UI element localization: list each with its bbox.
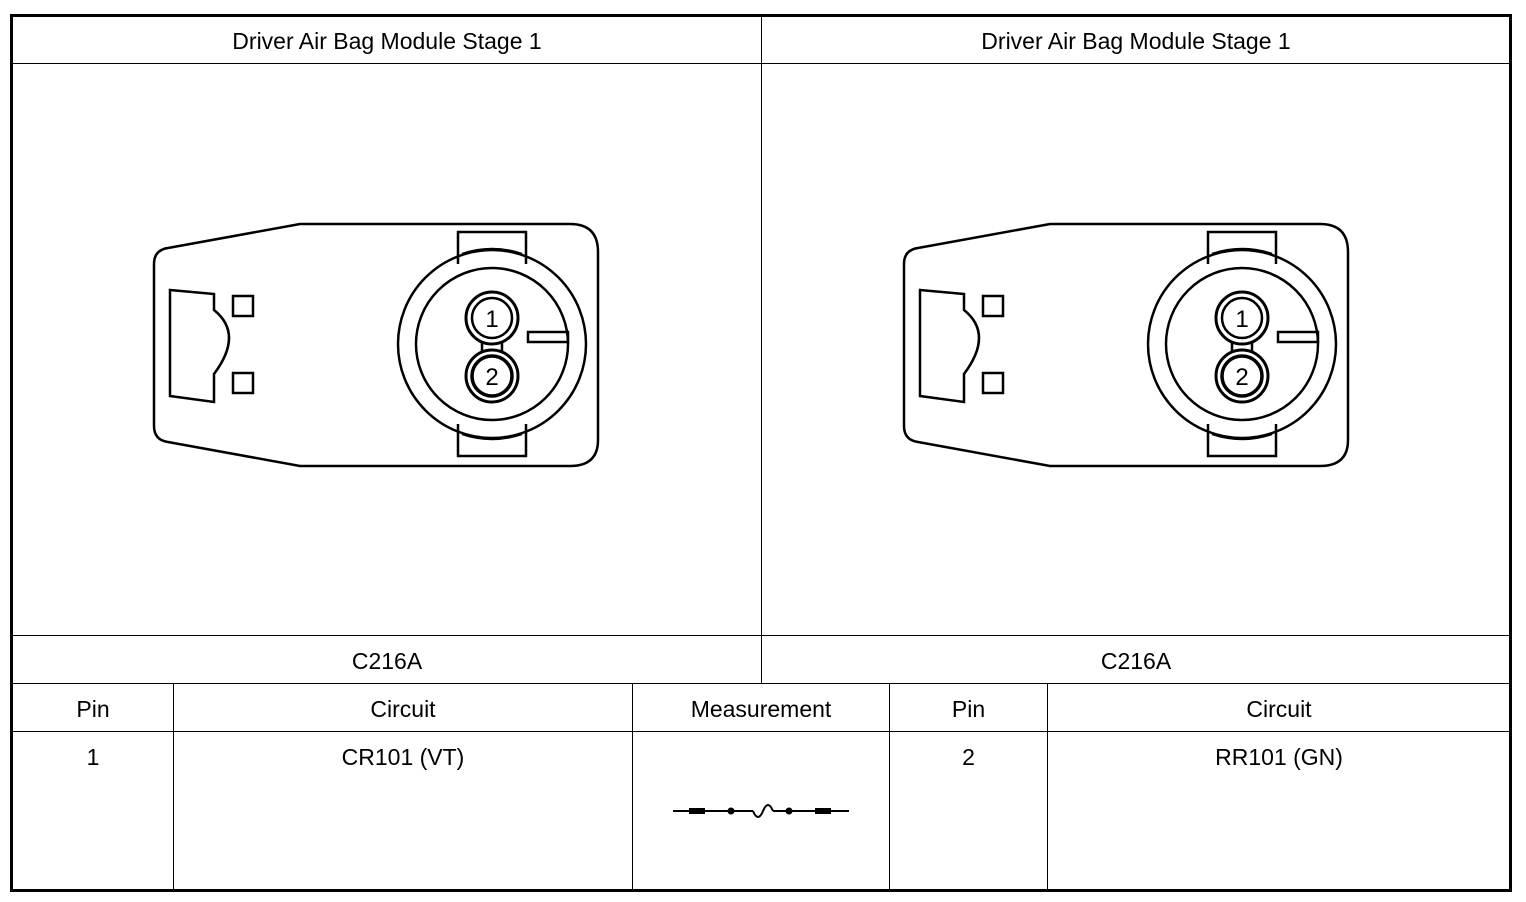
- col-header-measurement: Measurement: [690, 696, 832, 722]
- right-pin-2-label: 2: [1235, 364, 1248, 391]
- right-module-title: Driver Air Bag Module Stage 1: [981, 28, 1291, 54]
- col-divider-1: [173, 684, 174, 889]
- col-divider-3: [889, 684, 890, 889]
- row-circuit-a: CR101 (VT): [341, 744, 465, 770]
- col-header-pin-a: Pin: [76, 696, 110, 722]
- col-header-circuit-b: Circuit: [1246, 696, 1312, 722]
- left-connector-diagram: 1 2: [152, 222, 600, 468]
- right-connector-diagram: 1 2: [902, 222, 1350, 468]
- row-pin-a: 1: [86, 744, 100, 770]
- col-header-pin-b: Pin: [951, 696, 986, 722]
- table-header-divider: [12, 731, 1510, 732]
- row-circuit-b: RR101 (GN): [1215, 744, 1343, 770]
- left-pin-1-label: 1: [485, 306, 498, 333]
- resistance-symbol-icon: [673, 804, 849, 818]
- top-center-divider: [761, 17, 762, 684]
- left-module-title: Driver Air Bag Module Stage 1: [232, 28, 542, 54]
- right-connector-label: C216A: [1100, 648, 1172, 674]
- right-pin-1-label: 1: [1235, 306, 1248, 333]
- col-header-circuit-a: Circuit: [370, 696, 436, 722]
- left-connector-label: C216A: [351, 648, 423, 674]
- row-pin-b: 2: [962, 744, 975, 770]
- col-divider-2: [632, 684, 633, 889]
- pinout-table-frame: [10, 14, 1512, 892]
- left-pin-2-label: 2: [485, 364, 498, 391]
- col-divider-4: [1047, 684, 1048, 889]
